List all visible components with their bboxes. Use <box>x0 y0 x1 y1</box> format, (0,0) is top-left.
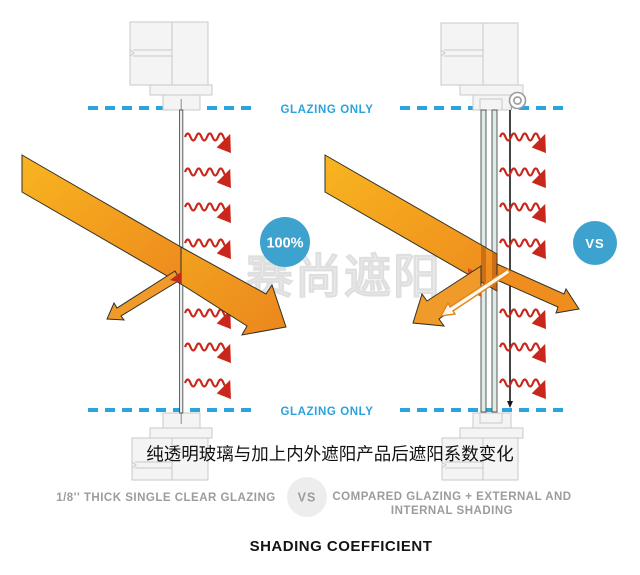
glazing-reference-lines <box>88 106 568 412</box>
heat-wave-arrow <box>185 169 229 176</box>
vs-badge: VS <box>573 221 617 265</box>
reflected-arrow <box>106 270 181 321</box>
right-window-sill <box>441 412 524 481</box>
right-window-head <box>440 22 527 111</box>
vs-divider-label: VS <box>298 491 317 505</box>
heat-wave-arrow <box>500 134 544 141</box>
transmitted-arrow <box>180 246 287 336</box>
vs-divider: VS <box>287 477 327 517</box>
left-glazing-label: 1/8'' THICK SINGLE CLEAR GLAZING <box>56 492 276 504</box>
heat-wave-arrow <box>185 344 229 351</box>
heat-wave-arrow <box>500 310 544 317</box>
heat-wave-arrow <box>500 380 544 387</box>
right-glazing-label-line1: COMPARED GLAZING + EXTERNAL AND <box>332 491 571 503</box>
heat-wave-arrow <box>500 240 544 247</box>
incoming-beam <box>21 154 182 285</box>
absorbed-tip <box>170 272 181 283</box>
left-window-sill <box>131 412 213 481</box>
heat-wave-arrow <box>500 204 544 211</box>
vs-badge-label: VS <box>585 236 604 251</box>
incoming-beam <box>324 154 498 292</box>
right-glazing-label-line2: INTERNAL SHADING <box>391 505 513 517</box>
left-window-head <box>129 21 213 111</box>
solar-beam-left <box>21 154 287 336</box>
heat-wave-arrow <box>500 344 544 351</box>
heat-wave-arrow <box>185 240 229 247</box>
heat-wave-arrow <box>185 204 229 211</box>
glazing-only-label-bottom: GLAZING ONLY <box>280 406 373 418</box>
internal-reflection-arrow <box>439 267 511 317</box>
glazing-only-label-top: GLAZING ONLY <box>280 104 373 116</box>
pane-absorption <box>481 245 486 287</box>
solar-beam-right <box>324 154 580 327</box>
percent-badge: 100% <box>260 217 310 267</box>
transmitted-arrow-small <box>496 263 580 314</box>
internal-shade-line <box>507 110 513 408</box>
heat-wave-arrows-right <box>500 134 544 387</box>
heat-wave-arrow <box>185 380 229 387</box>
heat-wave-arrow <box>185 134 229 141</box>
percent-badge-label: 100% <box>266 236 303 252</box>
caption-chinese: 纯透明玻璃与加上内外遮阳产品后遮阳系数变化 <box>146 445 514 465</box>
diagram-title: SHADING COEFFICIENT <box>250 538 433 555</box>
heat-wave-arrow <box>500 169 544 176</box>
